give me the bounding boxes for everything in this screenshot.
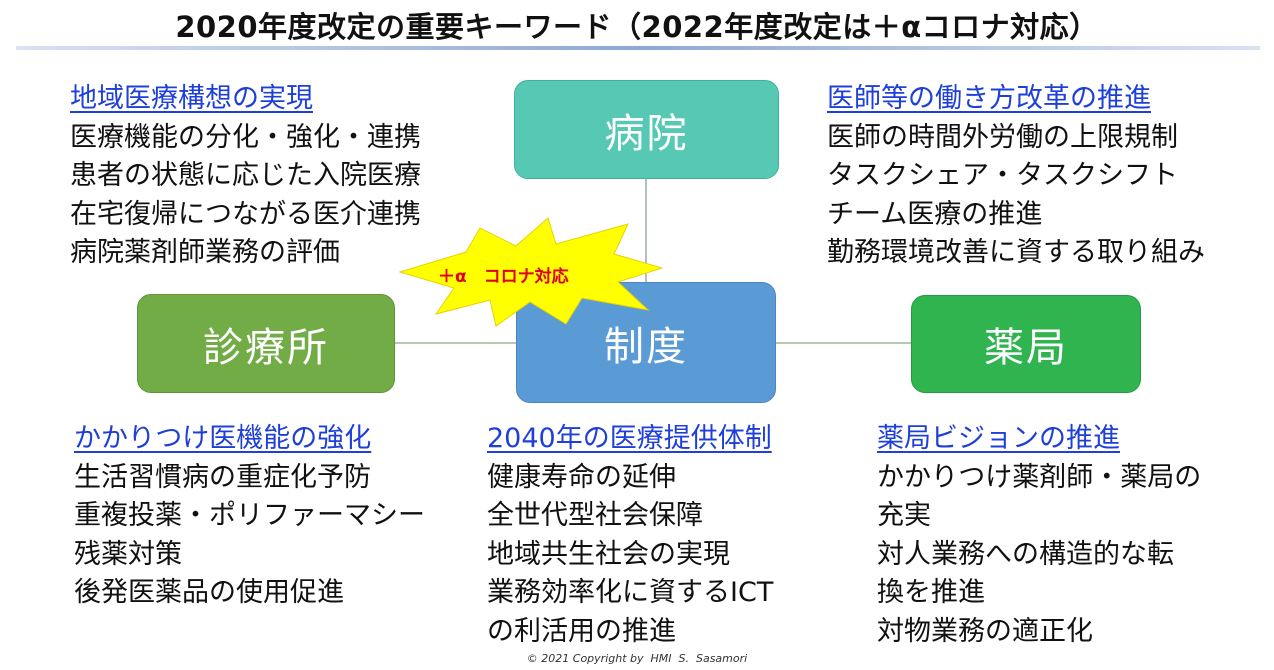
block-item: 対人業務への構造的な転 [877, 538, 1174, 570]
block-item: 健康寿命の延伸 [487, 461, 676, 493]
block-pharmacy-vision: 薬局ビジョンの推進 かかりつけ薬剤師・薬局の 充実 対人業務への構造的な転 換を… [877, 420, 1201, 651]
block-item: かかりつけ薬剤師・薬局の [877, 461, 1202, 493]
block-heading: 2040年の医療提供体制 [487, 423, 772, 454]
block-item: 病院薬剤師業務の評価 [70, 237, 340, 268]
block-heading: かかりつけ医機能の強化 [74, 423, 372, 454]
block-item: 残薬対策 [74, 538, 182, 570]
block-item: 生活習慣病の重症化予防 [74, 461, 371, 493]
node-clinic-label: 診療所 [203, 324, 329, 371]
block-item: チーム医療の推進 [827, 198, 1043, 230]
block-item: タスクシェア・タスクシフト [827, 160, 1178, 191]
block-item: 対物業務の適正化 [877, 615, 1093, 647]
block-item: 医師の時間外労働の上限規制 [827, 121, 1178, 153]
block-item: 地域共生社会の実現 [487, 538, 730, 570]
block-item: の利活用の推進 [487, 615, 676, 647]
block-work-style: 医師等の働き方改革の推進 医師の時間外労働の上限規制 タスクシェア・タスクシフト… [827, 80, 1205, 273]
block-item: 重複投薬・ポリファーマシー [74, 500, 425, 531]
node-system-label: 制度 [604, 323, 688, 370]
title-underline [16, 46, 1260, 50]
node-hospital-label: 病院 [604, 110, 689, 157]
block-item: 勤務環境改善に資する取り組み [827, 237, 1205, 268]
burst-label: ＋α コロナ対応 [438, 267, 569, 287]
block-item: 充実 [877, 500, 931, 531]
block-item: 後発医薬品の使用促進 [74, 577, 344, 608]
block-heading: 薬局ビジョンの推進 [877, 423, 1120, 454]
node-hospital: 病院 [514, 80, 779, 179]
block-heading: 医師等の働き方改革の推進 [827, 83, 1151, 114]
block-item: 換を推進 [877, 577, 985, 608]
node-pharmacy-label: 薬局 [984, 325, 1068, 371]
block-item: 在宅復帰につながる医介連携 [70, 198, 421, 230]
copyright-notice: © 2021 Copyright by HMI S. Sasamori [526, 652, 748, 665]
block-regional-medical: 地域医療構想の実現 医療機能の分化・強化・連携 患者の状態に応じた入院医療 在宅… [70, 80, 421, 273]
block-family-doctor: かかりつけ医機能の強化 生活習慣病の重症化予防 重複投薬・ポリファーマシー 残薬… [74, 420, 425, 613]
block-item: 患者の状態に応じた入院医療 [70, 160, 421, 191]
page-title: 2020年度改定の重要キーワード（2022年度改定は＋αコロナ対応） [175, 10, 1099, 44]
explosion-burst-icon [398, 217, 664, 327]
block-heading: 地域医療構想の実現 [70, 83, 313, 114]
block-item: 業務効率化に資するICT [487, 577, 774, 608]
block-item: 医療機能の分化・強化・連携 [70, 121, 421, 153]
block-system-2040: 2040年の医療提供体制 健康寿命の延伸 全世代型社会保障 地域共生社会の実現 … [487, 420, 773, 651]
block-item: 全世代型社会保障 [487, 500, 703, 531]
node-pharmacy: 薬局 [911, 295, 1141, 393]
node-clinic: 診療所 [137, 294, 395, 393]
